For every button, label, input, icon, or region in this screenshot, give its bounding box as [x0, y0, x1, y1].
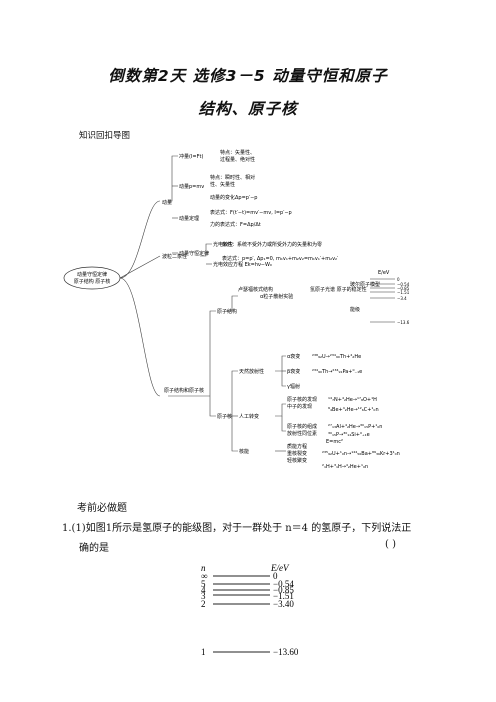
fission-label: 质能方程: [287, 443, 307, 450]
level-n-inf: ∞: [201, 571, 207, 581]
level-n-1: 1: [201, 647, 206, 657]
beta-decay: β衰变: [287, 368, 300, 375]
level-e-3: −1.51: [273, 591, 294, 601]
e-header: E/eV: [270, 563, 290, 573]
fusion-node: 轻核聚变: [287, 457, 307, 464]
level-e-2: −3.40: [273, 599, 294, 609]
discover-p: 原子核的发现: [287, 396, 317, 403]
mass-energy: E=mc²: [326, 439, 343, 445]
level-e-4: −0.85: [273, 585, 294, 595]
page-title-line1: 倒数第2天 选修3－5 动量守恒和原子: [108, 67, 388, 85]
p-eq: ¹⁴₇N+⁴₂He→¹⁷₈O+¹H: [328, 397, 377, 403]
fission-eq: ²³⁵₉₂U+¹₀n→¹⁴⁴₅₆Ba+⁸⁹₃₆Kr+3¹₀n: [322, 451, 400, 457]
beta-eq: ²³⁴₉₀Th→²³⁴₉₁Pa+⁰₋₁e: [312, 369, 362, 375]
mind-map: 动量守恒定律 原子结构 原子核 动量 冲量(I=Ft) 特点：矢量性、 过程量、…: [63, 149, 410, 470]
level-e-inf: 0: [273, 571, 278, 581]
root-node-line2: 原子结构 原子核: [74, 278, 111, 285]
nuclear-energy-node: 核能: [239, 448, 249, 455]
page-title-line2: 结构、原子核: [198, 100, 298, 118]
atom-structure-node: 原子结构: [217, 308, 237, 315]
branch-atom: 原子结构和原子核: [164, 387, 204, 394]
rutherford-node: 卢瑟福核式结构: [238, 286, 273, 293]
natural-decay-node: 天然放射性: [239, 368, 264, 375]
iso-eq1: ²⁷₁₃Al+⁴₂He→³⁰₁₅P+¹₀n: [328, 424, 382, 430]
mini-level-3: −1.51: [397, 290, 410, 295]
branch-momentum: 动量: [162, 199, 172, 206]
conservation-expr: 表达式：p=p′, Δp₁=0, m₁v₁+m₂v₂=m₁v₁′+m₂v₂′: [222, 255, 339, 262]
theorem-node: 动量定理: [179, 215, 199, 222]
gamma-radiation: γ辐射: [287, 383, 300, 390]
nucleus-node: 原子核: [217, 413, 232, 420]
isotope2: 放射性同位素: [287, 430, 317, 437]
alpha-decay: α衰变: [287, 353, 300, 360]
momentum-props-2: 性、矢量性: [210, 181, 235, 188]
mini-levels-header: E/eV: [378, 270, 390, 276]
photoelectric-node: 光电效应: [213, 241, 233, 248]
mini-level-0: 0: [397, 277, 400, 282]
impulse-node: 冲量(I=Ft): [179, 153, 203, 160]
mini-level-4: −3.4: [397, 296, 407, 301]
momentum-props-1: 特点：瞬时性、相对: [210, 174, 255, 181]
energy-level-diagram: n E/eV ∞ 0 5 −0.54 4 −0.85 3 −1.51 2 −3.…: [201, 563, 299, 657]
level-n-2: 2: [201, 599, 206, 609]
alpha-scatter: α粒子散射实验: [260, 293, 293, 300]
theorem-force: 力的表达式：F=Δp/Δt: [210, 221, 261, 228]
impulse-props-1: 特点：矢量性、: [220, 149, 255, 156]
branch-wave: 波粒二象性: [162, 253, 187, 260]
discover-n: 中子的发现: [287, 403, 312, 410]
level-e-1: −13.60: [273, 647, 299, 657]
mini-level-5: −13.6: [397, 320, 410, 325]
momentum-change: 动量的变化Δp=p′−p: [210, 194, 257, 201]
artificial-node: 人工转变: [239, 413, 259, 420]
isotope: 原子核的组成: [287, 423, 317, 430]
photoelectric-eq: 光电效应方程 Ek=hν−W₀: [213, 261, 272, 268]
answer-paren: ( ): [385, 539, 396, 550]
root-node-line1: 动量守恒定律: [77, 271, 107, 278]
mini-level-2: −0.85: [397, 286, 410, 291]
alpha-eq: ²³⁸₉₂U→²³⁴₉₀Th+⁴₂He: [312, 354, 361, 360]
mini-level-1: −0.54: [397, 282, 410, 287]
n-header: n: [201, 563, 206, 573]
bohr-node: 玻尔原子模型: [350, 281, 380, 288]
mini-energy-level-diagram: E/eV 0 −0.54 −0.85 −1.51 −3.4 −13.6: [370, 270, 410, 325]
level-n-5: 5: [201, 579, 206, 589]
level-e-5: −0.54: [273, 579, 294, 589]
impulse-props-2: 过程量、绝对性: [220, 156, 255, 163]
level-n-3: 3: [201, 591, 206, 601]
section-review-heading: 知识回扣导图: [79, 131, 131, 141]
question-line1: 1.(1)如图1所示是氢原子的能级图，对于一群处于 n＝4 的氢原子，下列说法正: [62, 523, 412, 534]
theorem-expr: 表达式：F(t′−t)=mv′−mv, I=p′−p: [210, 209, 292, 216]
question-line2: 确的是: [79, 543, 109, 554]
level-n-4: 4: [201, 585, 206, 595]
energy-levels-node: 能级: [350, 306, 360, 313]
spectrum-node: 氢原子光谱 原子的稳定性: [310, 286, 367, 293]
conservation-cond: 条件：系统不受外力或所受外力的矢量和为零: [222, 241, 322, 248]
fission-node: 重核裂变: [287, 450, 307, 457]
momentum-node: 动量p=mv: [179, 183, 204, 190]
fusion-eq: ²₁H+³₁H→⁴₂He+¹₀n: [322, 464, 368, 470]
section-exam-heading: 考前必做题: [77, 503, 127, 514]
conservation-node: 动量守恒定律: [179, 250, 209, 257]
n-eq: ⁹₄Be+⁴₂He→¹²₆C+¹₀n: [328, 407, 379, 413]
iso-eq2: ³⁰₁₅P→³⁰₁₄Si+⁰₊₁e: [328, 432, 370, 438]
